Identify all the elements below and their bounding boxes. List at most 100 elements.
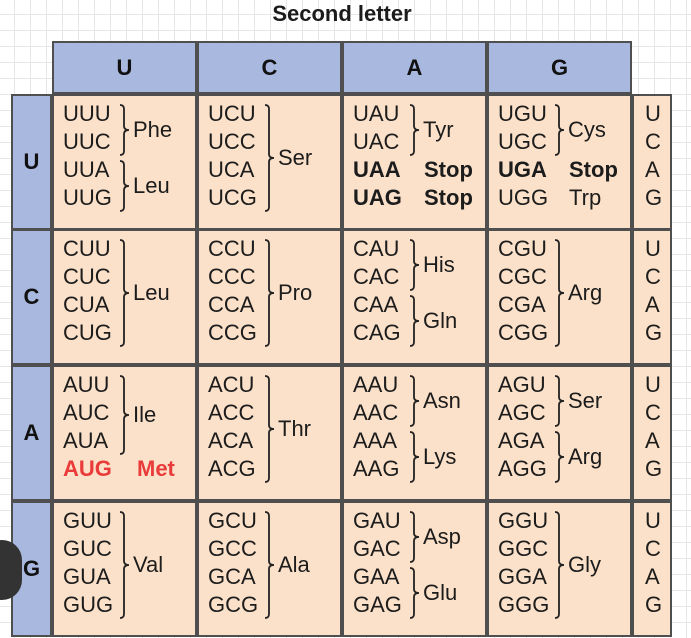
codon: GGC xyxy=(498,536,549,561)
codon: AAG xyxy=(353,456,400,481)
codon: AAA xyxy=(353,428,398,453)
amino-acid-label: Ser xyxy=(278,145,313,170)
codon: UAA xyxy=(353,157,401,182)
first-letter-g: G xyxy=(11,501,52,637)
codon: GGG xyxy=(498,592,550,617)
first-letter-a: A xyxy=(11,365,52,501)
brace xyxy=(554,375,565,427)
amino-acid-label: Tyr xyxy=(423,117,454,142)
second-letter-u: U xyxy=(52,41,197,94)
codon: CGC xyxy=(498,264,547,289)
amino-acid-label: Phe xyxy=(133,117,173,142)
codon: GUG xyxy=(63,592,114,617)
codon: ACA xyxy=(208,428,254,453)
first-letter-u: U xyxy=(11,94,52,230)
amino-acid-label: Arg xyxy=(568,444,603,469)
amino-acid-label: Trp xyxy=(569,185,602,210)
third-letter-g: G xyxy=(645,592,663,617)
codon: CAU xyxy=(353,236,400,261)
codon: GGU xyxy=(498,508,549,533)
amino-acid-label: Thr xyxy=(278,416,311,441)
codon: AGC xyxy=(498,400,546,425)
codon: UCU xyxy=(208,101,256,126)
brace xyxy=(409,239,420,291)
codon: CUU xyxy=(63,236,111,261)
codon: AUA xyxy=(63,428,109,453)
amino-acid-label: Val xyxy=(133,552,164,577)
amino-acid-label: Gly xyxy=(568,552,601,577)
codon: GAA xyxy=(353,564,400,589)
codon: CGA xyxy=(498,292,546,317)
stop-label: Stop xyxy=(424,185,473,210)
third-letter-u: U xyxy=(645,508,661,533)
codon: CAA xyxy=(353,292,399,317)
codon: ACU xyxy=(208,372,255,397)
codon: ACC xyxy=(208,400,255,425)
chart-title: Second letter xyxy=(272,1,412,26)
brace xyxy=(554,239,565,347)
codon: UCC xyxy=(208,129,256,154)
brace xyxy=(409,511,420,563)
amino-acid-label: Asp xyxy=(423,524,461,549)
codon: CUA xyxy=(63,292,110,317)
brace xyxy=(119,511,130,619)
codon: CCG xyxy=(208,320,257,345)
codon: GUA xyxy=(63,564,111,589)
codon: AUG xyxy=(63,456,112,481)
amino-acid-label: Leu xyxy=(133,280,170,305)
amino-acid-label: Gln xyxy=(423,308,458,333)
brace xyxy=(409,567,420,619)
codon: GUC xyxy=(63,536,112,561)
codon: CUG xyxy=(63,320,112,345)
third-letter-c: C xyxy=(645,264,661,289)
third-letter-a: A xyxy=(645,428,660,453)
codon: GCA xyxy=(208,564,256,589)
overlay-circle xyxy=(0,540,22,600)
codon: UAG xyxy=(353,185,402,210)
amino-acid-label: Pro xyxy=(278,280,313,305)
brace xyxy=(554,511,565,619)
codon: UUA xyxy=(63,157,110,182)
third-letter-u: U xyxy=(645,236,661,261)
codon: AUC xyxy=(63,400,110,425)
amino-acid-label: Leu xyxy=(133,173,170,198)
third-letter-cell xyxy=(632,94,672,230)
codon: UCG xyxy=(208,185,257,210)
third-letter-u: U xyxy=(645,101,661,126)
codon: AGA xyxy=(498,428,545,453)
third-letter-g: G xyxy=(645,185,663,210)
codon: CUC xyxy=(63,264,111,289)
third-letter-c: C xyxy=(645,536,661,561)
codon: AUU xyxy=(63,372,110,397)
codon: UGC xyxy=(498,129,547,154)
brace xyxy=(554,431,565,483)
codon: GCU xyxy=(208,508,257,533)
brace xyxy=(554,104,565,156)
codon: UAC xyxy=(353,129,400,154)
amino-acid-label: Asn xyxy=(423,388,461,413)
amino-acid-label: Lys xyxy=(423,444,457,469)
brace xyxy=(264,511,275,619)
codon: UGA xyxy=(498,157,547,182)
third-letter-cell xyxy=(632,501,672,637)
codon: UUU xyxy=(63,101,111,126)
codon: UGU xyxy=(498,101,547,126)
third-letter-a: A xyxy=(645,157,660,182)
codon: AGU xyxy=(498,372,546,397)
codon: CGU xyxy=(498,236,547,261)
third-letter-c: C xyxy=(645,400,661,425)
amino-acid-label: Arg xyxy=(568,280,603,305)
brace xyxy=(409,431,420,483)
third-letter-u: U xyxy=(645,372,661,397)
second-letter-c: C xyxy=(197,41,342,94)
brace xyxy=(119,239,130,347)
third-letter-a: A xyxy=(645,564,660,589)
second-letter-a: A xyxy=(342,41,487,94)
codon: GUU xyxy=(63,508,112,533)
codon: AGG xyxy=(498,456,547,481)
amino-acid-label: Ser xyxy=(568,388,603,413)
third-letter-g: G xyxy=(645,456,663,481)
brace xyxy=(264,375,275,483)
amino-acid-label: Glu xyxy=(423,580,458,605)
brace xyxy=(409,104,420,156)
